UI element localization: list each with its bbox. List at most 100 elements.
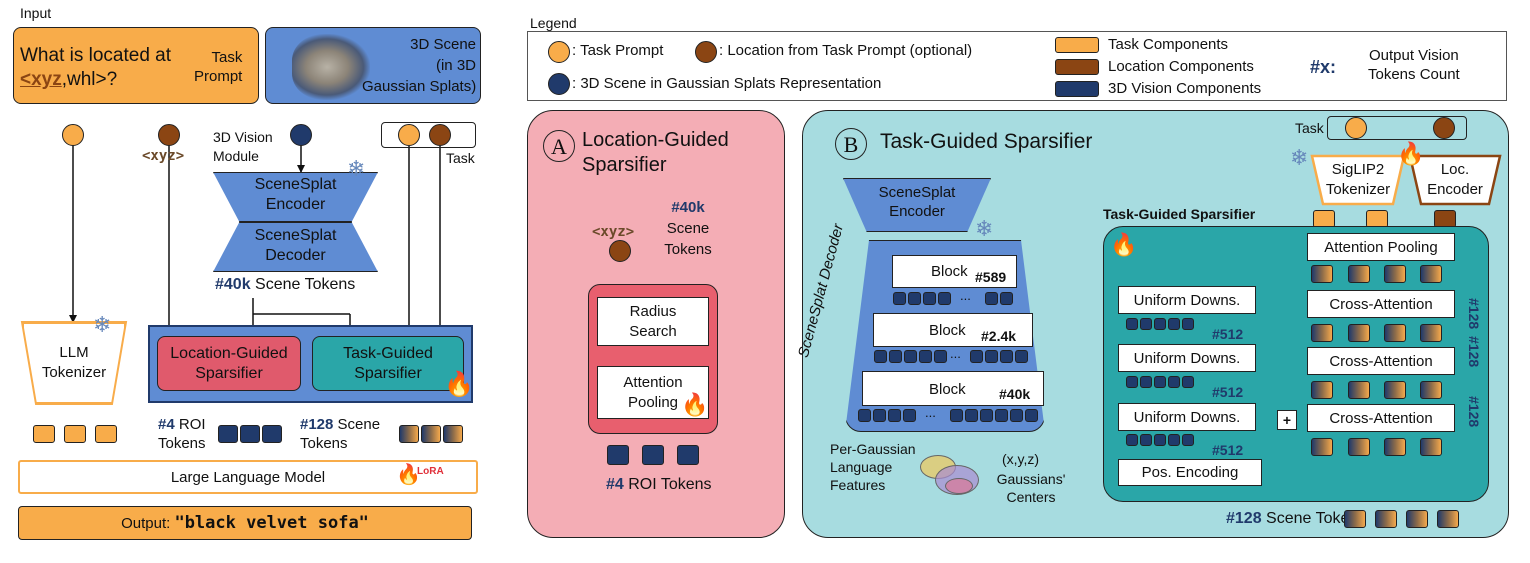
scene-label: 3D Scene (in 3D Gaussian Splats) xyxy=(362,36,477,95)
decoder-token xyxy=(919,350,932,363)
panel-b-encoder-label: SceneSplat Encoder xyxy=(878,184,956,220)
panel-b-letter: B xyxy=(835,128,867,160)
block-3-count: #40k xyxy=(999,386,1031,402)
panel-b-location-dot xyxy=(1433,117,1455,139)
decoder-block-1: Block #589 xyxy=(892,255,1017,288)
roi-token xyxy=(240,425,260,443)
legend-location-swatch xyxy=(1055,59,1099,75)
llm-tokenizer-label: LLM Tokenizer xyxy=(41,344,107,381)
decoder-token xyxy=(888,409,901,422)
fire-icon: 🔥 xyxy=(444,371,474,398)
decoder-token xyxy=(1025,409,1038,422)
per-gaussian-features: Per-Gaussian Language Features xyxy=(830,441,916,493)
down-count-2: #512 xyxy=(1212,384,1244,400)
down-token xyxy=(1154,434,1166,446)
cross-token xyxy=(1384,438,1406,456)
fire-icon: 🔥 xyxy=(396,464,421,486)
question-text: What is located at <xyz,whl>? xyxy=(20,45,172,90)
decoder-token xyxy=(903,409,916,422)
cross-token xyxy=(1384,381,1406,399)
down-token xyxy=(1154,376,1166,388)
plus-node: + xyxy=(1277,410,1297,430)
decoder-token xyxy=(970,350,983,363)
cross-token xyxy=(1311,265,1333,283)
block-1-count: #589 xyxy=(975,269,1007,285)
output-scene-token xyxy=(1375,510,1397,528)
panel-b-task-label: Task xyxy=(1295,120,1324,136)
decoder-token xyxy=(873,409,886,422)
legend-task-prompt: : Task Prompt xyxy=(572,42,664,59)
cross-attention-3: Cross-Attention xyxy=(1307,404,1455,432)
decoder-token xyxy=(1015,350,1028,363)
decoder-token xyxy=(904,350,917,363)
fire-icon: 🔥 xyxy=(681,392,709,417)
cross-token xyxy=(1420,381,1442,399)
pos-encoding: Pos. Encoding xyxy=(1118,459,1262,486)
llm-token xyxy=(33,425,55,443)
decoder-token xyxy=(889,350,902,363)
siglip-label: SigLIP2 Tokenizer xyxy=(1325,161,1391,198)
down-token xyxy=(1182,434,1194,446)
panel-a-attention-pooling: Attention Pooling xyxy=(597,366,709,419)
left-roi-tokens: #4 ROI Tokens xyxy=(158,416,206,452)
scene-thumbnail xyxy=(292,34,370,100)
cross-count-1: #128 xyxy=(1466,298,1482,330)
task-prompt-box: What is located at <xyz,whl>? Task Promp… xyxy=(13,27,259,104)
decoder-token xyxy=(938,292,951,305)
large-language-model: Large Language Model xyxy=(18,460,478,494)
input-heading: Input xyxy=(20,5,52,21)
panel-b-task-dot xyxy=(1345,117,1367,139)
output-scene-token xyxy=(1406,510,1428,528)
cross-token xyxy=(1420,265,1442,283)
feature-blob xyxy=(945,478,973,494)
panel-b-scene-tokens: #128 Scene Tokens xyxy=(1226,510,1367,527)
panel-a-letter: A xyxy=(543,130,575,162)
xyz-label: <xyz> xyxy=(142,148,185,164)
output-box: Output: "black velvet sofa" xyxy=(18,506,472,540)
cross-token xyxy=(1311,381,1333,399)
snowflake-icon: ❄ xyxy=(93,312,112,337)
xyz-coords: (x,y,z) xyxy=(1002,451,1040,467)
snowflake-icon: ❄ xyxy=(347,156,366,181)
down-token xyxy=(1154,318,1166,330)
cross-token xyxy=(1348,381,1370,399)
cross-token xyxy=(1420,438,1442,456)
legend-task-components: Task Components xyxy=(1108,36,1229,53)
task-dots-box xyxy=(381,122,476,148)
panel-a-title: Location-Guided Sparsifier xyxy=(582,129,729,176)
task-prompt-label: Task Prompt xyxy=(194,49,243,85)
ellipsis: ... xyxy=(925,405,936,420)
uniform-downs-1: Uniform Downs. xyxy=(1118,286,1256,314)
cross-token xyxy=(1348,438,1370,456)
decoder-token xyxy=(1000,350,1013,363)
cross-token xyxy=(1311,438,1333,456)
task-prompt-dot xyxy=(62,124,84,146)
left-decoder-label: SceneSplat Decoder xyxy=(254,227,337,264)
down-token xyxy=(1126,318,1138,330)
scene-token xyxy=(443,425,463,443)
vision-module-label: 3D Vision Module xyxy=(213,129,273,164)
left-encoder-label: SceneSplat Encoder xyxy=(254,176,337,213)
decoder-block-3: Block #40k xyxy=(862,371,1044,406)
output-scene-token xyxy=(1437,510,1459,528)
question-xyz: <xyz xyxy=(20,69,62,90)
ellipsis: ... xyxy=(950,346,961,361)
panel-b-title: Task-Guided Sparsifier xyxy=(880,130,1093,153)
down-token xyxy=(1168,434,1180,446)
legend-count-symbol: #x: xyxy=(1310,57,1337,77)
decoder-token xyxy=(950,409,963,422)
decoder-token xyxy=(893,292,906,305)
left-scene-tokens-out: #128 Scene Tokens xyxy=(300,416,381,452)
down-token xyxy=(1140,376,1152,388)
loc-encoder xyxy=(1410,156,1500,204)
uniform-downs-3: Uniform Downs. xyxy=(1118,403,1256,431)
down-count-3: #512 xyxy=(1212,442,1244,458)
legend-count-desc: Output Vision Tokens Count xyxy=(1368,47,1460,83)
down-token xyxy=(1140,318,1152,330)
legend-title: Legend xyxy=(530,15,577,31)
roi-token xyxy=(262,425,282,443)
task-label: Task xyxy=(446,150,475,166)
